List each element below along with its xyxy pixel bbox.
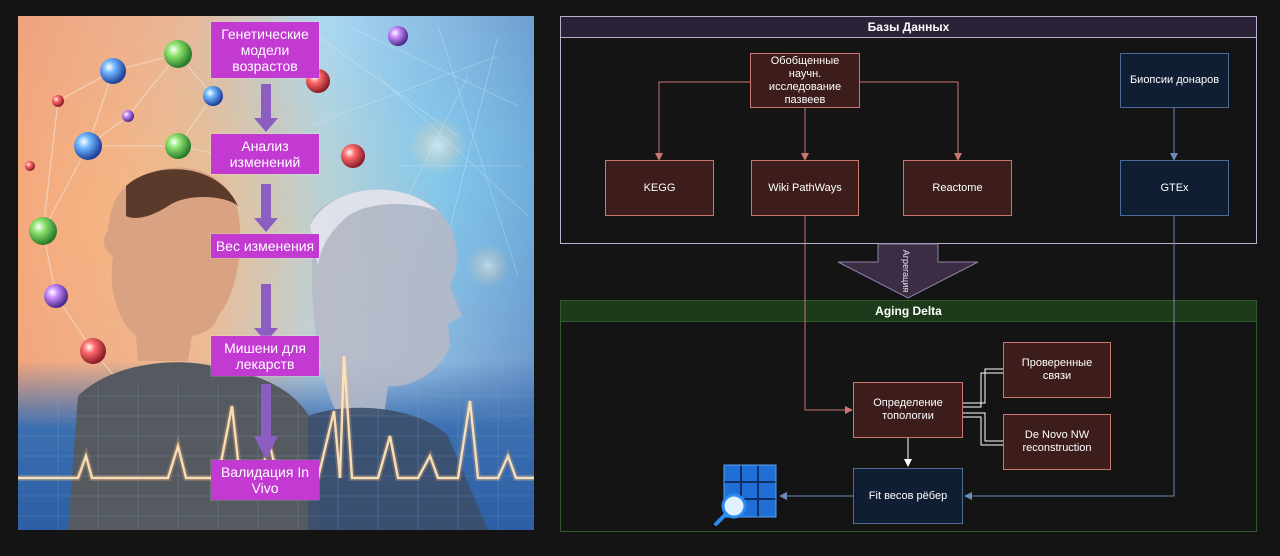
node-reactome[interactable]: Reactome	[903, 160, 1012, 216]
node-donor-biopsies[interactable]: Биопсии донаров	[1120, 53, 1229, 108]
step-drug-targets: Мишени для лекарств	[211, 336, 319, 376]
node-topology[interactable]: Определение топологии	[853, 382, 963, 438]
illustration-art	[18, 25, 534, 530]
databases-panel-title: Базы Данных	[560, 16, 1257, 38]
node-fit-edge-weights[interactable]: Fit весов рёбер	[853, 468, 963, 524]
step-flow-arrows	[254, 84, 278, 460]
step-change-weight: Вес изменения	[211, 234, 319, 258]
node-wiki-pathways[interactable]: Wiki PathWays	[751, 160, 859, 216]
node-de-novo-reconstruction[interactable]: De Novo NW reconstruction	[1003, 414, 1111, 470]
table-search-icon	[714, 464, 777, 526]
step-in-vivo-validation: Валидация In Vivo	[211, 460, 319, 500]
node-gtex[interactable]: GTEx	[1120, 160, 1229, 216]
grid-floor	[18, 386, 534, 530]
aging-delta-panel-title: Aging Delta	[560, 300, 1257, 322]
step-change-analysis: Анализ изменений	[211, 134, 319, 174]
node-generalized-research[interactable]: Обобщенные научн. исследование пазвеев	[750, 53, 860, 108]
node-verified-links[interactable]: Проверенные связи	[1003, 342, 1111, 398]
step-genetic-models: Генетические модели возрастов	[211, 22, 319, 78]
ecg-line	[18, 355, 534, 480]
old-man-figure	[308, 189, 488, 530]
illustration: Генетические модели возрастов Анализ изм…	[18, 16, 534, 530]
aggregation-arrow	[837, 243, 979, 299]
young-man-figure	[68, 167, 318, 530]
node-kegg[interactable]: KEGG	[605, 160, 714, 216]
aggregation-label: Агрегация	[901, 249, 912, 293]
